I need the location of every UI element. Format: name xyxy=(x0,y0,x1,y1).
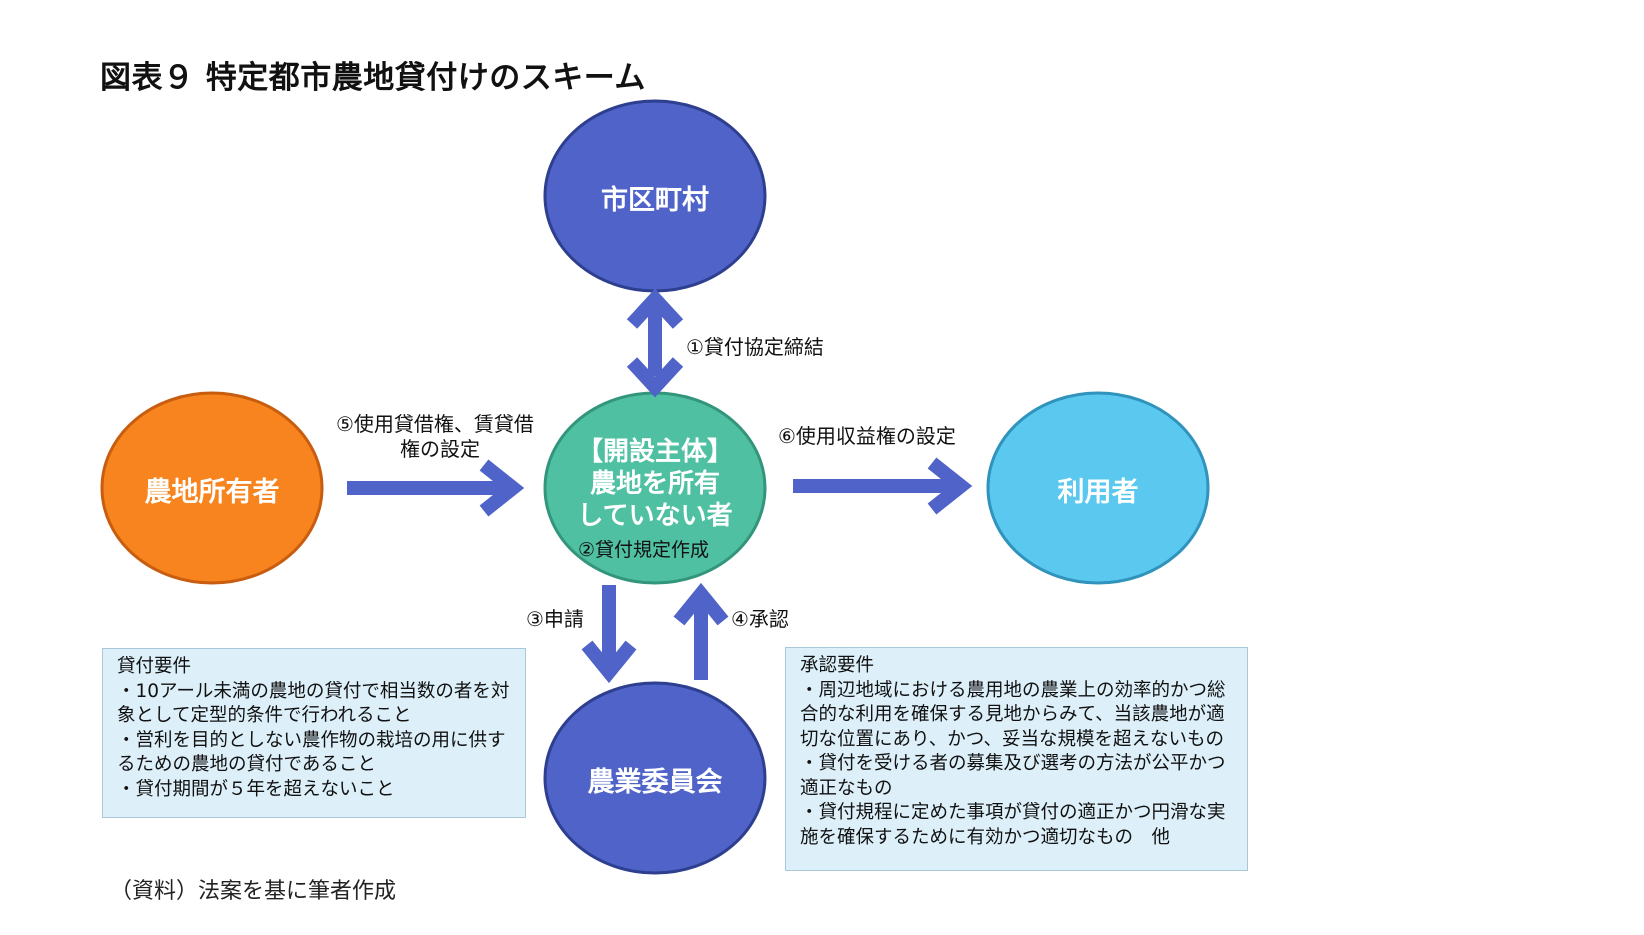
user-label: 利用者 xyxy=(1057,477,1139,508)
approval-requirement-line: 施を確保するために有効かつ適切なもの 他 xyxy=(800,826,1171,848)
source-note: （資料）法案を基に筆者作成 xyxy=(110,879,397,904)
approval-requirement-line: 切な位置にあり、かつ、妥当な規模を超えないもの xyxy=(800,728,1225,750)
agreement-label: ①貸付協定締結 xyxy=(686,335,824,359)
node-owner xyxy=(100,391,324,585)
application-label: ③申請 xyxy=(526,607,584,631)
committee-label: 農業委員会 xyxy=(587,767,723,798)
arrow-usage-right xyxy=(793,457,973,515)
node-user xyxy=(986,391,1210,585)
approval-requirement-line: 適正なもの xyxy=(800,777,893,799)
approval-requirements-heading: 承認要件 xyxy=(800,655,875,676)
municipality-label: 市区町村 xyxy=(601,185,709,216)
approval-requirement-line: 合的な利用を確保する見地からみて、当該農地が適 xyxy=(800,704,1225,725)
approval-label: ④承認 xyxy=(731,607,789,631)
operator-sub-label: ②貸付規定作成 xyxy=(578,539,710,561)
loan-requirement-line: ・10アール未満の農地の貸付で相当数の者を対 xyxy=(117,680,510,702)
node-committee xyxy=(543,681,767,875)
loan-requirements-heading: 貸付要件 xyxy=(117,656,192,677)
arrow-approval xyxy=(673,582,729,680)
operator-label-line3: していない者 xyxy=(577,501,733,531)
loan-requirement-line: るための農地の貸付であること xyxy=(117,754,376,775)
lease-label-line2: 権の設定 xyxy=(400,437,480,461)
loan-requirements-box: 貸付要件 ・10アール未満の農地の貸付で相当数の者を対 象として定型的条件で行わ… xyxy=(102,648,526,818)
figure-title: 図表９ 特定都市農地貸付けのスキーム xyxy=(100,60,646,96)
operator-label-line2: 農地を所有 xyxy=(589,469,720,499)
owner-label: 農地所有者 xyxy=(144,477,280,508)
loan-requirement-line: ・営利を目的としない農作物の栽培の用に供す xyxy=(117,729,506,751)
approval-requirement-line: ・貸付を受ける者の募集及び選考の方法が公平かつ xyxy=(800,753,1226,774)
loan-requirement-line: ・貸付期間が５年を超えないこと xyxy=(117,778,395,800)
arrow-lease xyxy=(347,459,525,517)
arrow-application xyxy=(581,585,637,684)
usage-right-label: ⑥使用収益権の設定 xyxy=(778,424,956,448)
approval-requirements-box: 承認要件 ・周辺地域における農用地の農業上の効率的かつ総 合的な利用を確保する見… xyxy=(785,647,1248,871)
arrow-agreement xyxy=(626,288,684,398)
lease-label-line1: ⑤使用貸借権、賃貸借 xyxy=(336,412,534,436)
loan-requirement-line: 象として定型的条件で行われること xyxy=(117,705,412,726)
operator-label-line1: 【開設主体】 xyxy=(576,437,733,467)
approval-requirement-line: ・周辺地域における農用地の農業上の効率的かつ総 xyxy=(800,679,1226,701)
approval-requirement-line: ・貸付規程に定めた事項が貸付の適正かつ円滑な実 xyxy=(800,802,1226,823)
